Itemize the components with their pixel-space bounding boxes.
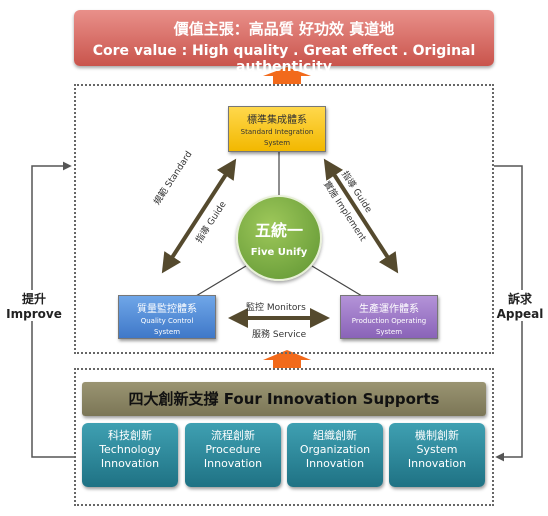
- innovation-en2: Innovation: [100, 457, 160, 470]
- innovation-en1: System: [416, 443, 458, 456]
- edge-label-service: 服務 Service: [252, 330, 307, 340]
- quality-control-system-box: 質量監控體系 Quality Control System: [118, 295, 216, 339]
- innovation-en2: Innovation: [203, 457, 263, 470]
- appeal-label-en: Appeal: [496, 307, 544, 321]
- innovation-zh: 組織創新: [313, 429, 357, 442]
- edge-label-monitors: 監控 Monitors: [246, 303, 306, 313]
- standard-system-en1: Standard Integration: [240, 128, 314, 136]
- innovation-zh: 流程創新: [211, 429, 255, 442]
- innovation-supports-frame: [74, 368, 494, 506]
- innovation-en1: Procedure: [205, 443, 261, 456]
- standard-integration-system-box: 標準集成體系 Standard Integration System: [228, 106, 326, 152]
- improve-label-zh: 提升: [21, 292, 46, 306]
- five-unify-en: Five Unify: [250, 247, 308, 258]
- core-value-title-zh: 價值主張：高品質 好功效 真道地: [173, 20, 395, 38]
- innovation-en2: Innovation: [407, 457, 467, 470]
- appeal-label: 訴求 Appeal: [494, 290, 546, 321]
- innovation-zh: 科技創新: [108, 429, 152, 442]
- innovation-en1: Organization: [299, 443, 371, 456]
- up-arrow-top: [263, 67, 311, 84]
- four-innovation-supports-bar: 四大創新支撐 Four Innovation Supports: [82, 382, 486, 416]
- quality-system-en2: System: [153, 328, 181, 336]
- production-operating-system-box: 生產運作體系 Production Operating System: [340, 295, 438, 339]
- innovation-box-organization: 組織創新 Organization Innovation: [287, 423, 383, 487]
- up-arrow-middle: [263, 350, 311, 368]
- five-unify-frame: [74, 84, 494, 354]
- standard-system-zh: 標準集成體系: [247, 115, 307, 126]
- innovation-en2: Innovation: [305, 457, 365, 470]
- improve-label: 提升 Improve: [2, 290, 66, 321]
- core-value-title-en: Core value : High quality . Great effect…: [92, 43, 476, 75]
- innovation-zh: 機制創新: [415, 429, 459, 442]
- appeal-label-zh: 訴求: [507, 292, 532, 306]
- production-system-en1: Production Operating: [351, 317, 427, 325]
- production-system-zh: 生產運作體系: [359, 304, 419, 315]
- five-unify-zh: 五統一: [254, 221, 303, 240]
- quality-system-en1: Quality Control: [140, 317, 194, 325]
- five-unify-circle: 五統一 Five Unify: [236, 195, 322, 281]
- innovation-box-system: 機制創新 System Innovation: [389, 423, 485, 487]
- left-double-arrow: [161, 158, 237, 274]
- innovation-box-technology: 科技創新 Technology Innovation: [82, 423, 178, 487]
- quality-system-zh: 質量監控體系: [137, 304, 197, 315]
- standard-system-en2: System: [263, 139, 291, 147]
- core-value-banner: 價值主張：高品質 好功效 真道地 Core value : High quali…: [74, 10, 494, 75]
- production-system-en2: System: [375, 328, 403, 336]
- innovation-box-procedure: 流程創新 Procedure Innovation: [185, 423, 281, 487]
- right-double-arrow: [323, 158, 399, 274]
- innovation-en1: Technology: [99, 443, 161, 456]
- improve-label-en: Improve: [6, 307, 62, 321]
